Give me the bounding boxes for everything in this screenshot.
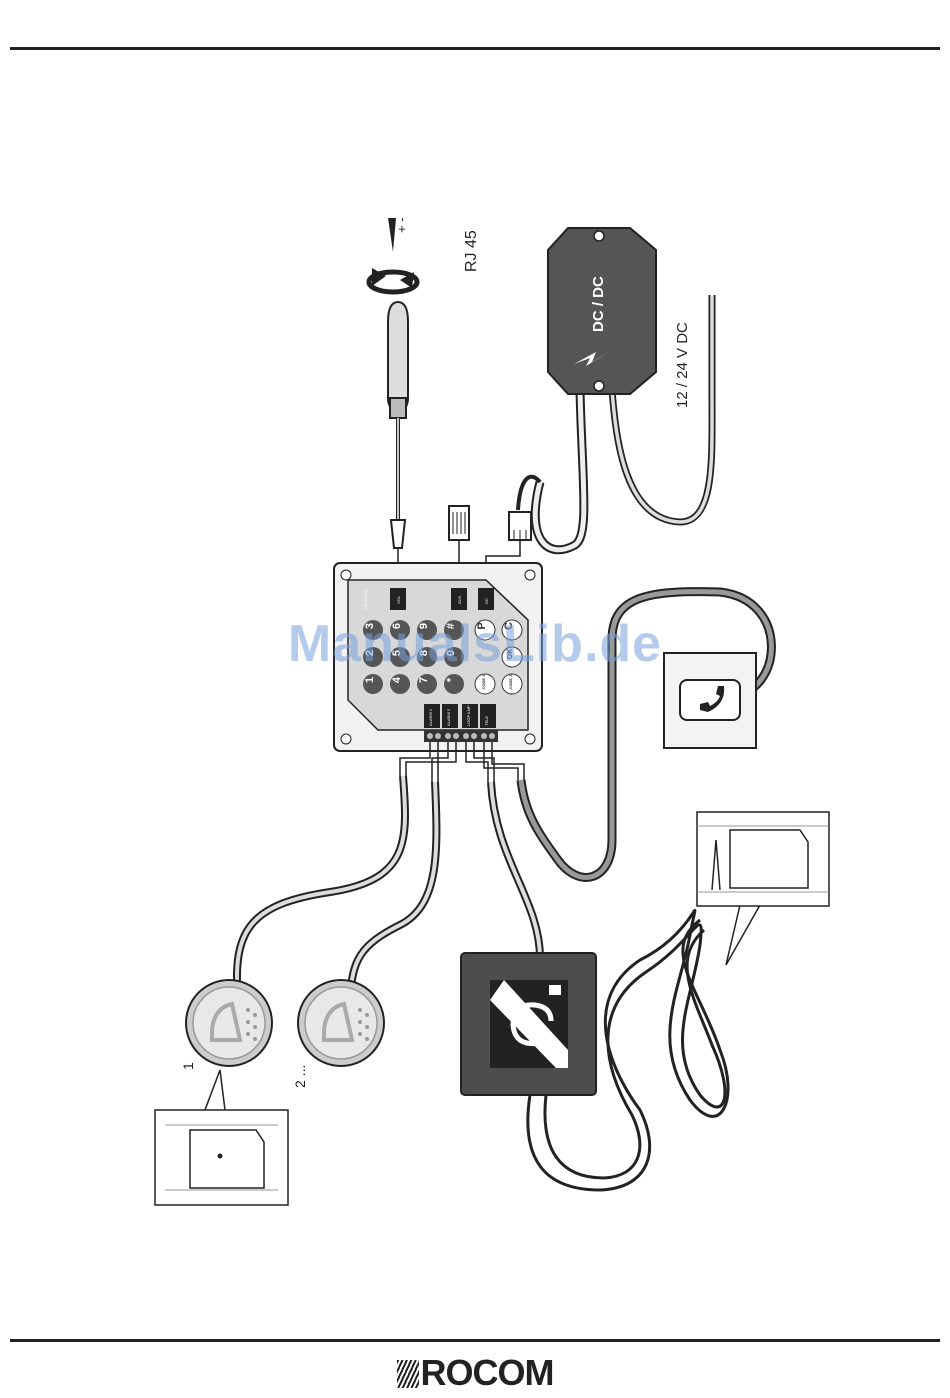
key-4: 4 (390, 674, 410, 694)
screwdriver-icon (388, 302, 408, 588)
terminal-alarm-2: ALARM 2 (446, 708, 451, 726)
footer-logo: ROCOM (0, 1352, 950, 1394)
svg-text:CODE 2: CODE 2 (508, 674, 513, 690)
svg-text:4: 4 (391, 676, 403, 683)
key-7: 7 (417, 674, 437, 694)
terminal-loop-amp: LOOP AMP (466, 705, 471, 726)
aux-port-label: AUX (457, 595, 462, 604)
terminal-alarm-1: ALARM 1 (428, 708, 433, 726)
dc-port-label: DC (484, 598, 489, 604)
loop-amplifier (461, 953, 596, 1095)
terminal-tele: TELE (484, 716, 489, 726)
footer-rule (10, 1339, 940, 1342)
volume-sign-label: + - (394, 217, 409, 233)
svg-text:CODE 1: CODE 1 (481, 674, 486, 690)
svg-text:1: 1 (364, 677, 376, 683)
panel-brand: PALTCOM (363, 590, 368, 609)
footer-brand: ROCOM (421, 1352, 554, 1393)
rj45-label: RJ 45 (463, 230, 480, 272)
dcdc-label: DC / DC (590, 276, 607, 332)
callout-button-mount (155, 1070, 288, 1205)
svg-text:*: * (445, 677, 457, 682)
key-star: * (444, 674, 464, 694)
callout-loop-wire (697, 812, 829, 965)
button-2-label: 2 ... (292, 1065, 308, 1088)
push-button-2 (298, 980, 384, 1066)
key-1: 1 (363, 674, 383, 694)
rocom-logo-icon (397, 1360, 419, 1388)
key-code-2: CODE 2 (502, 674, 522, 694)
supply-voltage-label: 12 / 24 V DC (674, 322, 691, 408)
rotate-arrow-icon (369, 268, 417, 292)
button-1-label: 1 (180, 1062, 196, 1070)
svg-text:7: 7 (418, 677, 430, 683)
vol-port-label: VOL (396, 595, 401, 604)
key-code-1: CODE 1 (475, 674, 495, 694)
watermark: ManualsLib.de (0, 614, 950, 674)
push-button-1 (186, 980, 272, 1066)
